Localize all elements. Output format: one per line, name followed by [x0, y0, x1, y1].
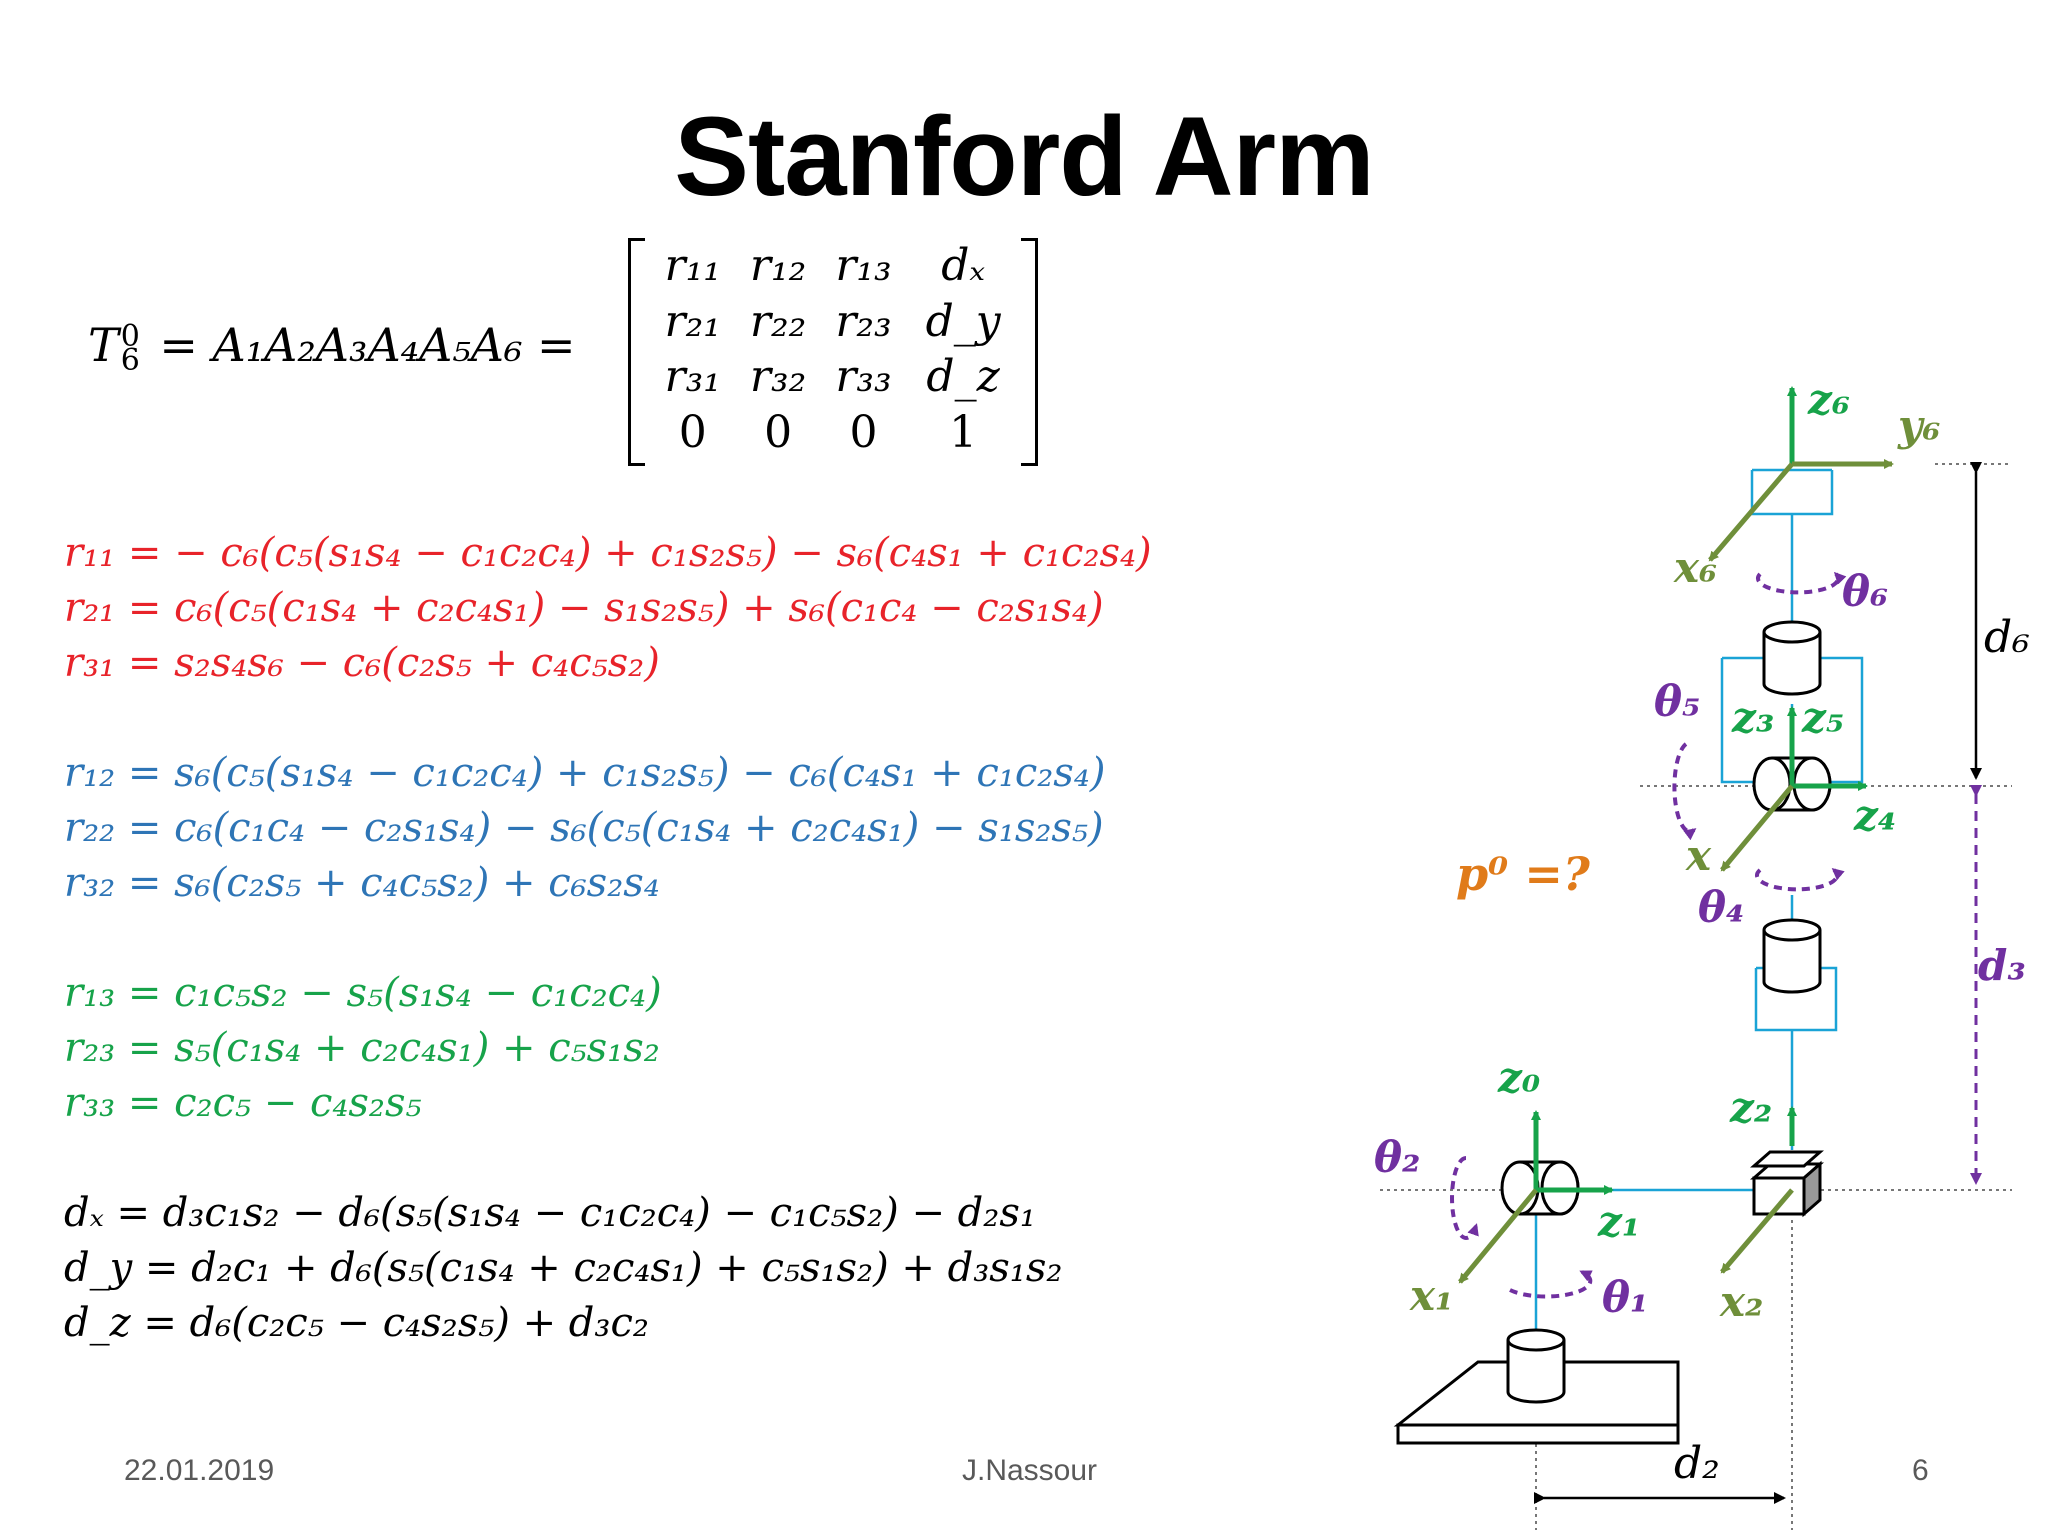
label-z2: z₂ — [1729, 1083, 1772, 1132]
matrix-row: 0 0 0 1 — [650, 405, 1020, 461]
joints — [1500, 620, 1832, 1404]
rotation-indicators — [1450, 571, 1847, 1299]
joint-3-block — [1750, 1150, 1824, 1218]
matrix-row: r₂₁ r₂₂ r₂₃ d_y — [650, 294, 1020, 350]
slide-title: Stanford Arm — [674, 94, 1374, 219]
label-y6: y₆ — [1897, 401, 1941, 450]
transform-sup: 0 — [120, 319, 140, 354]
label-d3: d₃ — [1978, 941, 2026, 990]
equation-r23: r₂₃ = s₅(c₁s₄ + c₂c₄s₁) + c₅s₁s₂ — [64, 1025, 660, 1071]
dimensions — [1534, 462, 1982, 1504]
equation-r33: r₃₃ = c₂c₅ − c₄s₂s₅ — [64, 1080, 422, 1126]
equations-position: dₓ = d₃c₁s₂ − d₆(s₅(s₁s₄ − c₁c₂c₄) − c₁c… — [64, 1186, 1062, 1351]
matrix-cell: d_z — [926, 351, 1000, 403]
equation-dy: d_y = d₂c₁ + d₆(s₅(c₁s₄ + c₂c₄s₁) + c₅s₁… — [64, 1245, 1063, 1291]
matrix-cell: r₃₂ — [749, 351, 807, 403]
matrix-cell: r₂₁ — [664, 295, 721, 347]
label-d6: d₆ — [1984, 612, 2030, 663]
label-theta5: θ₅ — [1654, 677, 1700, 726]
equations-green: r₁₃ = c₁c₅s₂ − s₅(s₁s₄ − c₁c₂c₄) r₂₃ = s… — [64, 966, 662, 1131]
matrix-cell: 0 — [849, 406, 878, 458]
x6-axis — [1708, 462, 1794, 562]
matrix-row: r₃₁ r₃₂ r₃₃ d_z — [650, 349, 1020, 405]
transform-symbol: T — [88, 318, 119, 372]
label-x6: x₆ — [1673, 543, 1717, 592]
label-x1: x₁ — [1409, 1271, 1453, 1320]
end-effector-frame — [1750, 470, 1834, 516]
matrix-cell: 1 — [949, 406, 978, 458]
label-z4: z₄ — [1853, 791, 1896, 840]
joint-1-cylinder — [1506, 1328, 1566, 1404]
matrix-cell: d_y — [925, 295, 1001, 347]
transform-product: = A₁A₂A₃A₄A₅A₆ = — [159, 318, 576, 372]
x2-axis — [1720, 1188, 1794, 1274]
matrix-table: r₁₁ r₁₂ r₁₃ dₓ r₂₁ r₂₂ r₂₃ d_y r₃₁ r₃₂ r… — [650, 238, 1020, 460]
equation-r13: r₁₃ = c₁c₅s₂ − s₅(s₁s₄ − c₁c₂c₄) — [64, 970, 662, 1016]
transform-matrix: r₁₁ r₁₂ r₁₃ dₓ r₂₁ r₂₂ r₂₃ d_y r₃₁ r₃₂ r… — [628, 238, 1038, 466]
footer-author: J.Nassour — [962, 1454, 1098, 1487]
label-z0: z₀ — [1497, 1053, 1540, 1102]
z-axes — [1531, 386, 1868, 1195]
transform-sub: 6 — [120, 343, 140, 378]
equation-r31: r₃₁ = s₂s₄s₆ − c₆(c₂s₅ + c₄c₅s₂) — [64, 640, 660, 686]
x1-axis — [1458, 1188, 1538, 1284]
theta4-rotation — [1755, 868, 1845, 892]
label-p0: p⁰ =? — [1456, 847, 1591, 901]
equations-blue: r₁₂ = s₆(c₅(s₁s₄ − c₁c₂c₄) + c₁s₂s₅) − c… — [64, 746, 1105, 911]
matrix-cell: r₂₃ — [835, 295, 892, 347]
label-theta2: θ₂ — [1374, 1133, 1420, 1182]
theta2-rotation — [1450, 1156, 1479, 1240]
diagram-labels: z₆ y₆ x₆ θ₆ d₆ θ₅ z₃ z₅ z₄ x θ₄ d₃ p⁰ =?… — [1374, 375, 2030, 1489]
matrix-cell: 0 — [764, 406, 793, 458]
matrix-cell: r₁₂ — [749, 240, 807, 292]
footer-date: 22.01.2019 — [124, 1454, 275, 1487]
equation-r21: r₂₁ = c₆(c₅(c₁s₄ + c₂c₄s₁) − s₁s₂s₅) + s… — [64, 585, 1104, 631]
label-z6: z₆ — [1807, 375, 1850, 424]
label-theta6: θ₆ — [1842, 567, 1888, 616]
matrix-cell: 0 — [678, 406, 707, 458]
label-z3: z₃ — [1731, 693, 1774, 742]
matrix-cell: r₁₃ — [835, 240, 892, 292]
matrix-left-bracket — [628, 238, 645, 466]
matrix-cell: r₃₃ — [835, 351, 892, 403]
x-axes — [1458, 459, 1894, 1284]
label-theta4: θ₄ — [1698, 883, 1744, 932]
joint-4-cylinder — [1762, 918, 1822, 994]
equation-r32: r₃₂ = s₆(c₂s₅ + c₄c₅s₂) + c₆s₂s₄ — [64, 860, 660, 906]
matrix-cell: r₂₂ — [749, 295, 807, 347]
matrix-cell: r₃₁ — [664, 351, 721, 403]
label-z5: z₅ — [1801, 693, 1844, 742]
label-x2: x₂ — [1719, 1277, 1763, 1326]
equations-red: r₁₁ = − c₆(c₅(s₁s₄ − c₁c₂c₄) + c₁s₂s₅) −… — [64, 526, 1152, 691]
matrix-cell: r₁₁ — [664, 240, 721, 292]
matrix-row: r₁₁ r₁₂ r₁₃ dₓ — [650, 238, 1020, 294]
equation-dx: dₓ = d₃c₁s₂ − d₆(s₅(s₁s₄ − c₁c₂c₄) − c₁c… — [64, 1190, 1036, 1236]
equation-dz: d_z = d₆(c₂c₅ − c₄s₂s₅) + d₃c₂ — [64, 1300, 649, 1346]
joint-6-cylinder — [1762, 620, 1822, 696]
label-d2: d₂ — [1674, 1438, 1720, 1489]
theta5-rotation — [1672, 742, 1697, 841]
matrix-cell: dₓ — [941, 240, 985, 292]
equation-r11: r₁₁ = − c₆(c₅(s₁s₄ − c₁c₂c₄) + c₁s₂s₅) −… — [64, 530, 1152, 576]
label-z1: z₁ — [1597, 1197, 1640, 1246]
x4-axis — [1720, 784, 1794, 872]
theta6-rotation — [1756, 571, 1847, 595]
label-theta1: θ₁ — [1602, 1273, 1648, 1322]
theta1-rotation — [1509, 1270, 1593, 1299]
base-plate-front — [1396, 1423, 1680, 1445]
equation-r12: r₁₂ = s₆(c₅(s₁s₄ − c₁c₂c₄) + c₁s₂s₅) − c… — [64, 750, 1106, 796]
matrix-right-bracket — [1021, 238, 1038, 466]
equation-r22: r₂₂ = c₆(c₁c₄ − c₂s₁s₄) − s₆(c₅(c₁s₄ + c… — [64, 805, 1104, 851]
label-x4: x — [1685, 831, 1712, 880]
footer-page-number: 6 — [1912, 1454, 1929, 1487]
